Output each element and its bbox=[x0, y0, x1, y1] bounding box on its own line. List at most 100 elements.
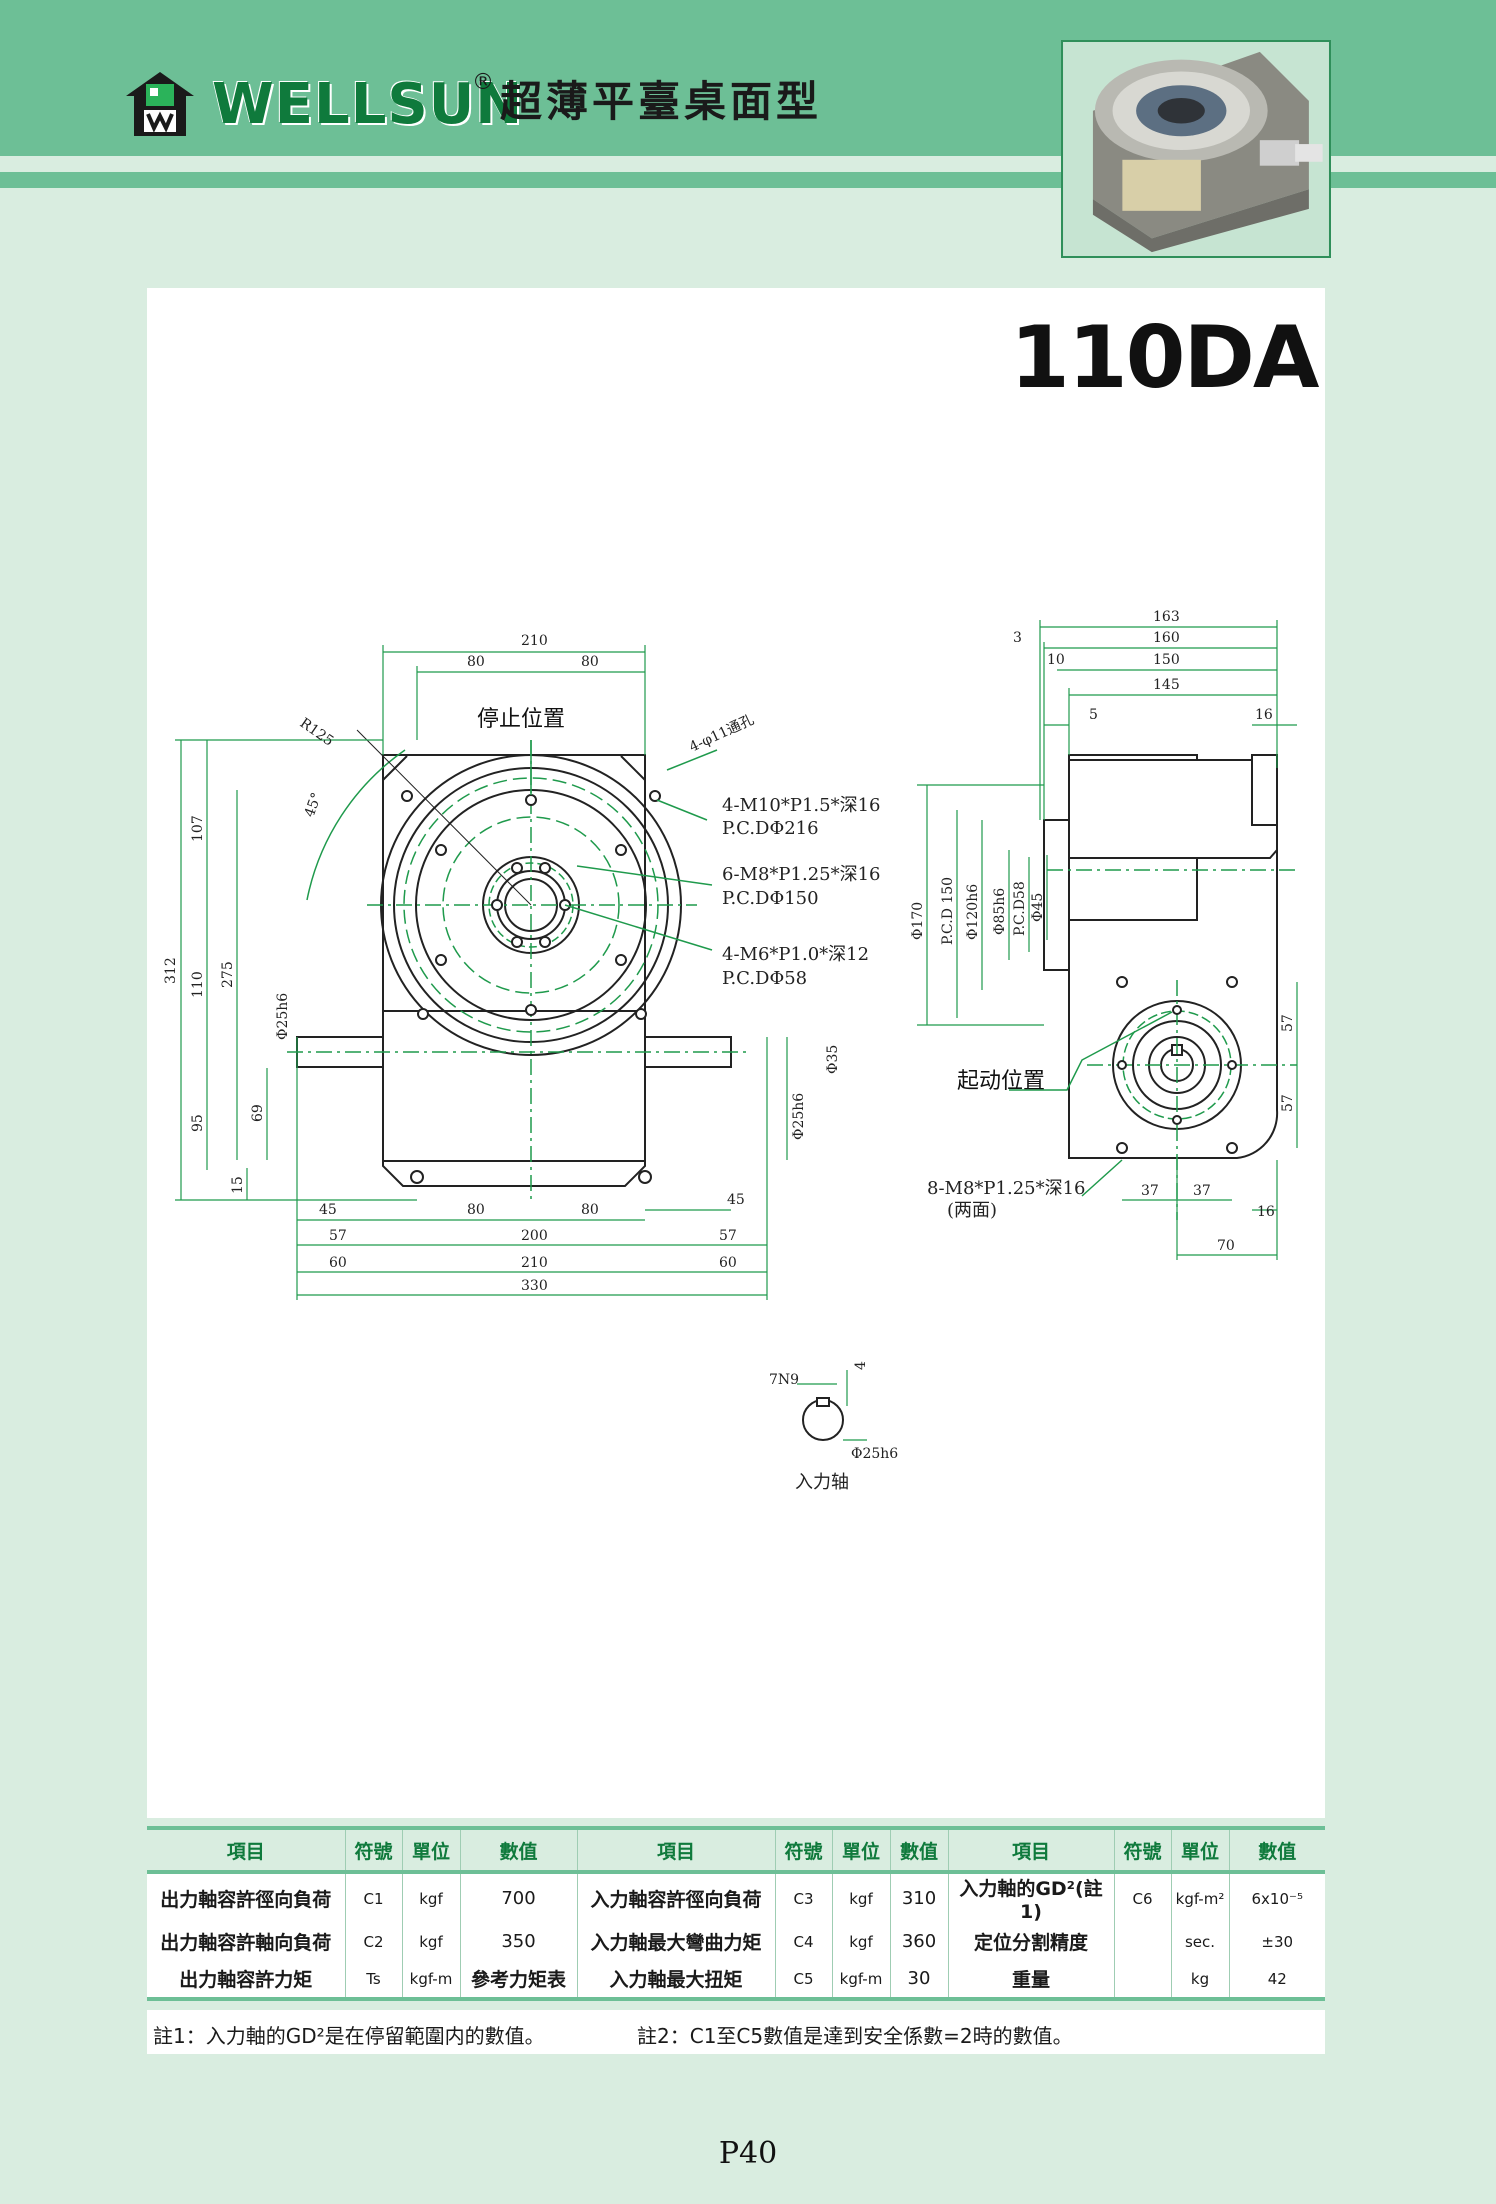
dim-45b: 45 bbox=[727, 1192, 745, 1208]
header-item-1: 項目 bbox=[147, 1826, 345, 1874]
dim-16-top: 16 bbox=[1255, 707, 1273, 723]
dim-57b: 57 bbox=[1280, 1094, 1296, 1112]
table-cell: 入力軸最大彎曲力矩 bbox=[576, 1923, 775, 1960]
table-cell: 310 bbox=[889, 1872, 948, 1923]
table-row: 出力軸容許力矩 Ts kgf-m 參考力矩表 入力軸最大扭矩 C5 kgf-m … bbox=[147, 1960, 1325, 2001]
dim-front-80b: 80 bbox=[581, 654, 599, 670]
header-symbol-3: 符號 bbox=[1113, 1826, 1171, 1874]
start-position-label: 起动位置 bbox=[957, 1069, 1045, 1094]
table-cell: C3 bbox=[774, 1872, 832, 1923]
dim-angle45: 45° bbox=[302, 791, 326, 820]
table-cell: kgf-m bbox=[831, 1960, 890, 2001]
model-number: 110DA bbox=[1010, 308, 1319, 408]
dim-70: 70 bbox=[1217, 1238, 1235, 1254]
header-item-2: 項目 bbox=[576, 1826, 775, 1874]
dim-312: 312 bbox=[163, 957, 179, 984]
dim-3: 3 bbox=[1013, 630, 1022, 646]
header-symbol-1: 符號 bbox=[344, 1826, 402, 1874]
dim-10: 10 bbox=[1047, 652, 1065, 668]
dim-shaft-right: Φ25h6 bbox=[791, 1093, 807, 1140]
table-cell: Ts bbox=[344, 1960, 402, 2001]
front-view bbox=[296, 754, 732, 1187]
dim-r125: R125 bbox=[297, 715, 337, 749]
table-cell: C2 bbox=[344, 1923, 402, 1960]
table-cell: 30 bbox=[889, 1960, 948, 2001]
table-cell: kgf bbox=[401, 1923, 460, 1960]
callout-m8-side: 8-M8*P1.25*深16 bbox=[927, 1178, 1086, 1199]
notes-bar: 註1：入力軸的GD²是在停留範圍内的數值。 註2：C1至C5數值是達到安全係數=… bbox=[147, 2010, 1325, 2054]
shaft-depth: 4 bbox=[853, 1361, 869, 1370]
table-cell: sec. bbox=[1170, 1923, 1229, 1960]
dim-37b: 37 bbox=[1193, 1183, 1211, 1199]
dim-16-bot: 16 bbox=[1257, 1204, 1275, 1220]
table-row: 出力軸容許軸向負荷 C2 kgf 350 入力軸最大彎曲力矩 C4 kgf 36… bbox=[147, 1923, 1325, 1960]
dim-5: 5 bbox=[1089, 707, 1098, 723]
header-value-3: 數值 bbox=[1228, 1826, 1325, 1874]
table-cell: 入力軸容許徑向負荷 bbox=[576, 1872, 775, 1923]
table-cell: 350 bbox=[459, 1923, 577, 1960]
table-header-row: 項目 符號 單位 數值 項目 符號 單位 數值 項目 符號 單位 數值 bbox=[147, 1826, 1325, 1874]
dim-150: 150 bbox=[1153, 652, 1180, 668]
dim-4phi11: 4-φ11通孔 bbox=[687, 712, 757, 756]
dim-210b: 210 bbox=[521, 1255, 548, 1271]
table-cell: 出力軸容許徑向負荷 bbox=[147, 1872, 345, 1923]
brand-name: WELLSUN bbox=[212, 72, 524, 137]
registered-mark: ® bbox=[472, 70, 494, 95]
dim-pcd150: P.C.D 150 bbox=[940, 877, 956, 945]
table-cell: 42 bbox=[1228, 1960, 1325, 2001]
dim-69: 69 bbox=[250, 1104, 266, 1122]
table-cell: 入力軸最大扭矩 bbox=[576, 1960, 775, 2001]
callout-m6-pcd: P.C.DΦ58 bbox=[722, 968, 807, 989]
dim-phi45: Φ45 bbox=[1030, 893, 1046, 922]
table-cell: 參考力矩表 bbox=[459, 1960, 577, 2001]
note-2: 註2：C1至C5數值是達到安全係數=2時的數值。 bbox=[637, 2024, 1073, 2048]
input-shaft-label: 入力轴 bbox=[795, 1472, 849, 1493]
callout-m10-pcd: P.C.DΦ216 bbox=[722, 818, 819, 839]
input-shaft-detail bbox=[802, 1397, 844, 1441]
dim-phi170: Φ170 bbox=[910, 902, 926, 940]
dim-330: 330 bbox=[521, 1278, 548, 1294]
dim-145: 145 bbox=[1153, 677, 1180, 693]
table-cell: C4 bbox=[774, 1923, 832, 1960]
technical-drawing: 210 80 80 R125 45° 4-φ11通孔 312 107 110 2… bbox=[163, 609, 1298, 1493]
header-symbol-2: 符號 bbox=[774, 1826, 832, 1874]
dim-80c: 80 bbox=[467, 1202, 485, 1218]
table-cell: 6x10⁻⁵ bbox=[1228, 1872, 1325, 1923]
dim-front-80a: 80 bbox=[467, 654, 485, 670]
header-unit-2: 單位 bbox=[831, 1826, 890, 1874]
table-cell: 出力軸容許軸向負荷 bbox=[147, 1923, 345, 1960]
dim-phi120: Φ120h6 bbox=[965, 884, 981, 940]
dim-shaft-left: Φ25h6 bbox=[275, 993, 291, 1040]
table-cell: kgf bbox=[401, 1872, 460, 1923]
spec-table: 項目 符號 單位 數值 項目 符號 單位 數值 項目 符號 單位 數值 出力軸容… bbox=[147, 1826, 1325, 2001]
table-cell: 出力軸容許力矩 bbox=[147, 1960, 345, 2001]
table-cell: kgf-m² bbox=[1170, 1872, 1229, 1923]
callout-m8-pcd: P.C.DΦ150 bbox=[722, 888, 819, 909]
header-value-2: 數值 bbox=[889, 1826, 948, 1874]
dim-57a: 57 bbox=[329, 1228, 347, 1244]
wellsun-logo-icon bbox=[126, 72, 194, 136]
dim-pcd58: P.C.D58 bbox=[1012, 881, 1028, 936]
dim-160: 160 bbox=[1153, 630, 1180, 646]
product-photo bbox=[1061, 40, 1331, 258]
dim-107: 107 bbox=[190, 815, 206, 842]
table-row: 出力軸容許徑向負荷 C1 kgf 700 入力軸容許徑向負荷 C3 kgf 31… bbox=[147, 1872, 1325, 1923]
table-cell: kgf-m bbox=[401, 1960, 460, 2001]
dim-45a: 45 bbox=[319, 1202, 337, 1218]
table-cell bbox=[1113, 1960, 1171, 2001]
table-cell: kg bbox=[1170, 1960, 1229, 2001]
page-number: P40 bbox=[718, 2136, 778, 2171]
note-1: 註1：入力軸的GD²是在停留範圍内的數值。 bbox=[153, 2024, 545, 2048]
dim-95: 95 bbox=[190, 1114, 206, 1132]
callout-m6: 4-M6*P1.0*深12 bbox=[722, 944, 869, 965]
table-cell: 360 bbox=[889, 1923, 948, 1960]
table-cell: 重量 bbox=[947, 1960, 1114, 2001]
dim-110: 110 bbox=[190, 971, 206, 998]
dim-60a: 60 bbox=[329, 1255, 347, 1271]
table-cell bbox=[1113, 1923, 1171, 1960]
table-cell: C1 bbox=[344, 1872, 402, 1923]
dim-80d: 80 bbox=[581, 1202, 599, 1218]
dim-phi85: Φ85h6 bbox=[992, 888, 1008, 935]
header-value-1: 數值 bbox=[459, 1826, 577, 1874]
dim-275: 275 bbox=[220, 961, 236, 988]
